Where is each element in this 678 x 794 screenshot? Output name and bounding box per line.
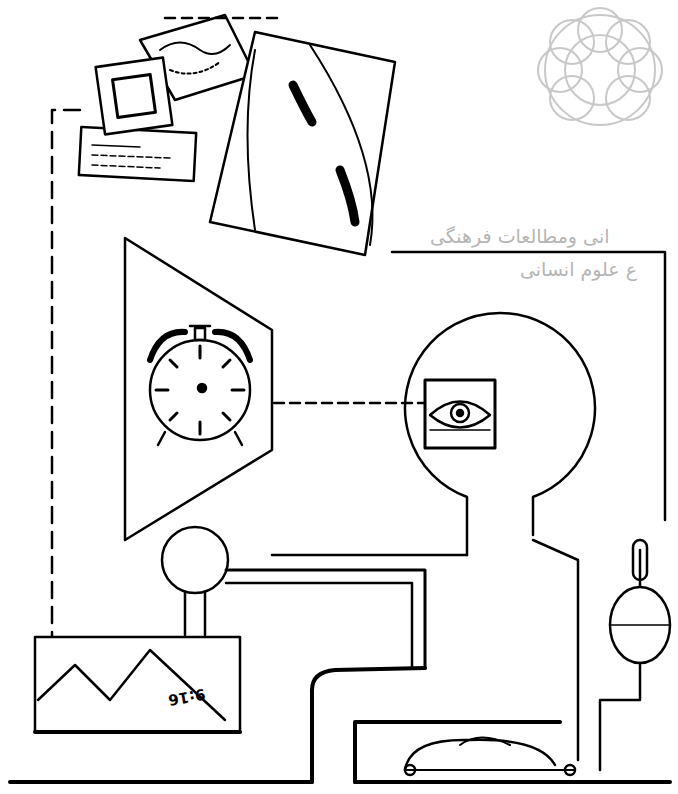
road-picture [210,32,395,255]
chart-box [35,637,240,732]
keyboard [79,127,196,181]
watermark-text: انی ومطالعات فرهنگی [430,225,610,247]
watermark-logo [538,8,662,125]
bulb [610,587,670,663]
watermark-text: ع علوم انسانی [520,258,637,280]
eye-box [425,380,495,448]
alarm-clock [150,340,250,440]
ball-joint [162,527,228,593]
monitor [96,58,173,135]
clock-panel [125,238,272,540]
phone-cord [405,740,555,770]
head-outline [405,313,595,555]
